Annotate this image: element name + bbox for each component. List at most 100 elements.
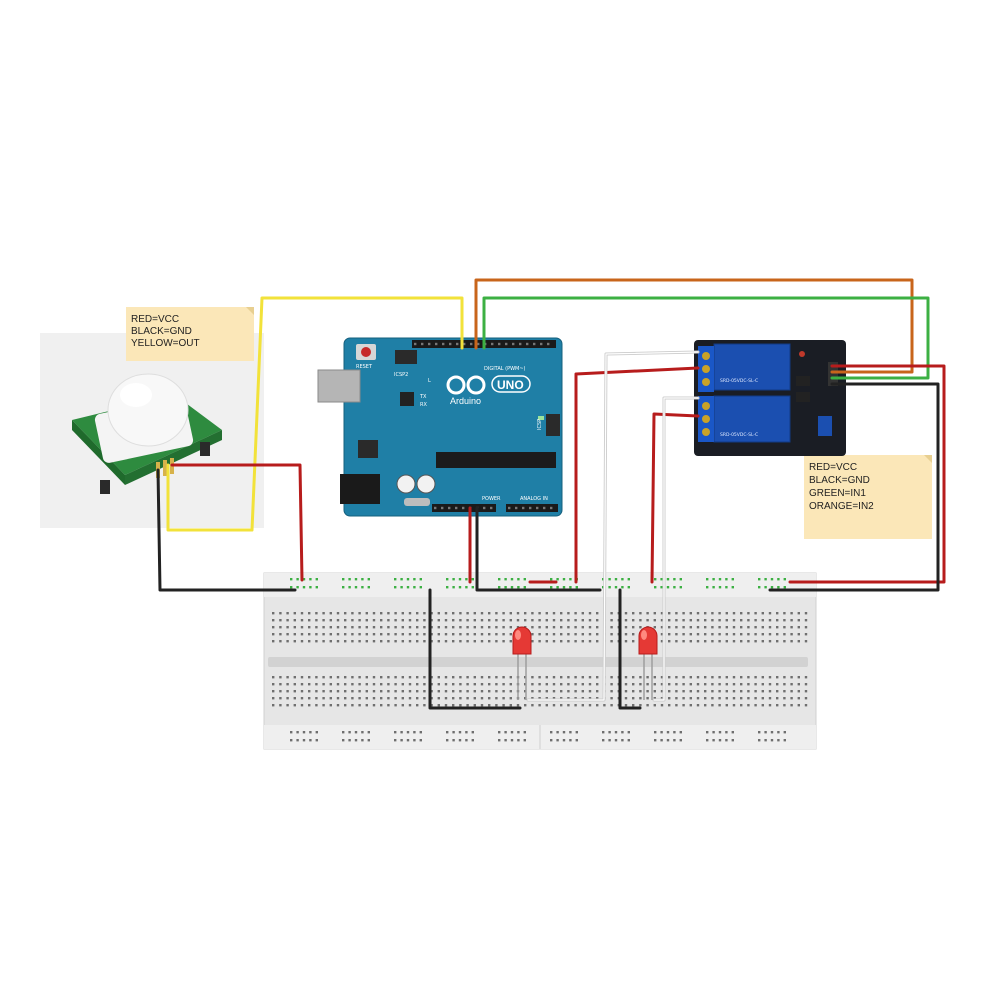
breadboard-hole [408, 683, 412, 686]
breadboard-hole [344, 640, 347, 643]
rail-hole [458, 731, 462, 734]
breadboard-hole [725, 633, 728, 636]
breadboard-hole [459, 633, 462, 636]
breadboard-hole [639, 626, 642, 629]
rail-hole [361, 739, 364, 742]
breadboard-hole [696, 633, 700, 636]
rail-hole [510, 731, 514, 734]
rail-hole [569, 578, 572, 581]
rail-hole [302, 578, 306, 581]
breadboard-hole [552, 683, 556, 686]
voltage-regulator [358, 440, 378, 458]
breadboard-hole [639, 697, 642, 700]
breadboard-hole [286, 697, 289, 700]
breadboard-hole [516, 626, 520, 629]
rail-hole [660, 578, 663, 581]
breadboard-hole [668, 612, 671, 615]
rail-hole [498, 586, 501, 589]
rail-hole [718, 731, 722, 734]
breadboard-hole [639, 676, 642, 679]
rail-hole [725, 578, 728, 581]
breadboard-hole [704, 619, 707, 622]
breadboard-hole [466, 676, 469, 679]
breadboard-hole [718, 683, 721, 686]
breadboard-hole [408, 633, 412, 636]
breadboard-hole [538, 619, 541, 622]
breadboard-hole [567, 633, 570, 636]
breadboard-hole [423, 640, 426, 643]
breadboard-hole [732, 633, 736, 636]
breadboard-hole [293, 697, 296, 700]
breadboard-hole [480, 626, 484, 629]
breadboard-hole [797, 704, 800, 707]
breadboard-hole [459, 690, 462, 693]
rail-hole [731, 578, 734, 581]
breadboard-hole [754, 626, 757, 629]
breadboard-hole [365, 690, 368, 693]
header-pin [529, 506, 532, 510]
rail-hole [413, 731, 416, 734]
header-pin [491, 342, 494, 346]
breadboard-hole [660, 683, 664, 686]
breadboard-hole [358, 633, 361, 636]
breadboard-hole [653, 697, 656, 700]
rail-hole [621, 739, 624, 742]
breadboard-hole [790, 676, 793, 679]
breadboard-hole [804, 612, 808, 615]
breadboard-hole [596, 697, 599, 700]
pir-note-background [126, 307, 254, 361]
rail-hole [290, 578, 293, 581]
header-pin [428, 342, 431, 346]
relay-note-line-3: GREEN=IN1 [809, 488, 866, 499]
breadboard-hole [682, 697, 685, 700]
breadboard-hole [660, 619, 664, 622]
rail-hole [290, 739, 293, 742]
rail-hole [602, 731, 605, 734]
breadboard-hole [560, 690, 563, 693]
rail-hole [290, 586, 293, 589]
breadboard-hole [768, 640, 772, 643]
breadboard-hole [545, 626, 548, 629]
breadboard-hole [552, 676, 556, 679]
rail-hole [679, 739, 682, 742]
breadboard-hole [668, 633, 671, 636]
rail-hole [712, 578, 715, 581]
breadboard-hole [754, 619, 757, 622]
breadboard-hole [480, 683, 484, 686]
breadboard-hole [480, 640, 484, 643]
breadboard-hole [329, 619, 332, 622]
breadboard-hole [300, 640, 304, 643]
breadboard-hole [473, 612, 476, 615]
breadboard-hole [315, 690, 318, 693]
breadboard-hole [466, 697, 469, 700]
breadboard-hole [437, 683, 440, 686]
breadboard-hole [430, 697, 433, 700]
breadboard-hole [704, 676, 707, 679]
relay-legend-note: RED=VCC BLACK=GND GREEN=IN1 ORANGE=IN2 [804, 455, 932, 539]
breadboard-hole [689, 640, 692, 643]
breadboard-hole [768, 704, 772, 707]
atmega-chip [436, 452, 556, 468]
rail-hole [706, 739, 709, 742]
rail-hole [348, 586, 351, 589]
rail-hole [290, 731, 293, 734]
rail-hole [309, 731, 312, 734]
breadboard-hole [308, 619, 311, 622]
breadboard-hole [358, 612, 361, 615]
breadboard-hole [668, 626, 671, 629]
rail-hole [309, 739, 312, 742]
breadboard-hole [574, 640, 577, 643]
header-pin [519, 342, 522, 346]
breadboard-hole [272, 633, 275, 636]
pir-pcb-side [72, 420, 125, 485]
breadboard-hole [372, 690, 376, 693]
rail-hole [562, 739, 566, 742]
breadboard-hole [351, 626, 354, 629]
breadboard-hole [610, 619, 613, 622]
breadboard-hole [416, 612, 419, 615]
breadboard-hole [351, 640, 354, 643]
header-pin [463, 342, 466, 346]
breadboard-hole [300, 633, 304, 636]
breadboard-hole [538, 626, 541, 629]
breadboard-hole [567, 640, 570, 643]
